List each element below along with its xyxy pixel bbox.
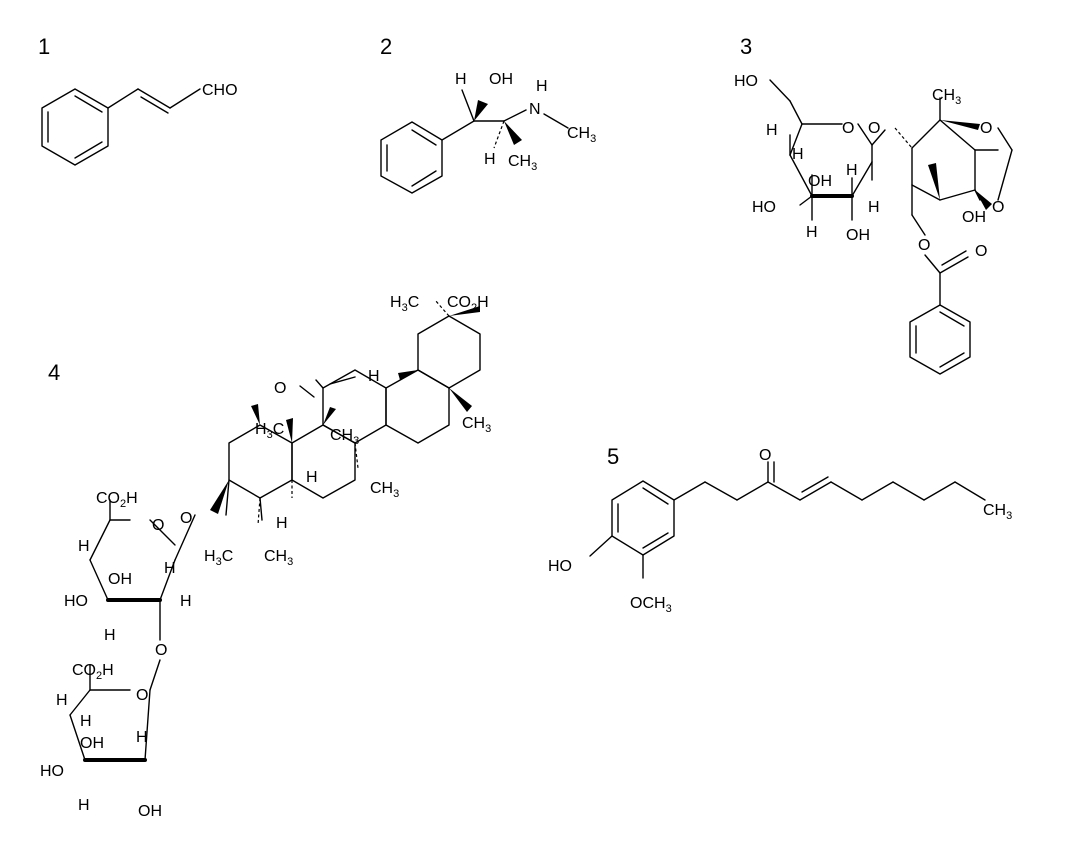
label-me-d: CH3 [370, 480, 399, 500]
label-gly-o: O [868, 120, 880, 137]
label-ester-o: O [918, 237, 930, 254]
label-me-c: CH3 [330, 427, 359, 447]
label-h2: H [792, 146, 804, 163]
label-link-o: O [155, 642, 167, 659]
compound-4: 4 [40, 294, 491, 820]
label-s1-co2h: CO2H [96, 490, 138, 510]
label-ch2oh: HO [734, 73, 758, 90]
label-h4: H [846, 162, 858, 179]
label-me-top: H3C [390, 294, 419, 314]
label-s1-o: O [152, 517, 164, 534]
label-ho1: HO [752, 199, 776, 216]
label-s1-h3: H [164, 560, 176, 577]
label-cho: CHO [202, 82, 238, 99]
label-me: CH3 [983, 502, 1012, 522]
label-s2-h2: H [80, 713, 92, 730]
label-nh-n: N [529, 101, 541, 118]
compound-5-bonds [589, 461, 986, 579]
label-bridge-o1: O [980, 120, 992, 137]
label-h3: H [806, 224, 818, 241]
label-s2-h3: H [78, 797, 90, 814]
compound-2-bonds [380, 89, 569, 194]
label-s2-h1: H [56, 692, 68, 709]
label-h-a: H [276, 515, 288, 532]
compound-2: 2 H OH H N CH3 H CH3 [380, 34, 596, 194]
label-s1-ho: HO [64, 593, 88, 610]
label-s1-h4: H [180, 593, 192, 610]
label-oh1: OH [808, 173, 832, 190]
label-s1-h1: H [78, 538, 90, 555]
compound-4-bonds [69, 299, 481, 762]
label-s2-co2h: CO2H [72, 662, 114, 682]
label-s1-h2: H [104, 627, 116, 644]
label-gly-o: O [180, 510, 192, 527]
label-ome: OCH3 [630, 595, 672, 615]
compound-number-5: 5 [607, 444, 619, 469]
label-h-c: H [306, 469, 318, 486]
label-s2-oh2: OH [138, 803, 162, 820]
compound-number-4: 4 [48, 360, 60, 385]
label-ho: HO [548, 558, 572, 575]
label-oh: OH [489, 71, 513, 88]
compound-number-1: 1 [38, 34, 50, 59]
label-s2-h4: H [136, 729, 148, 746]
label-h5: H [868, 199, 880, 216]
label-s2-ho: HO [40, 763, 64, 780]
compound-5: 5 O CH3 HO OCH3 [548, 444, 1012, 615]
label-me-a2: CH3 [264, 548, 293, 568]
label-ketone-o: O [759, 447, 771, 464]
label-bridge-o2: O [992, 199, 1004, 216]
label-h-bottom: H [484, 151, 496, 168]
label-oh2: OH [846, 227, 870, 244]
label-h-cd: H [368, 368, 380, 385]
label-s1-oh: OH [108, 571, 132, 588]
compound-number-2: 2 [380, 34, 392, 59]
compound-3-bonds [769, 79, 1013, 375]
label-co2h-top: CO2H [447, 294, 489, 314]
label-s2-o: O [136, 687, 148, 704]
label-nh-h: H [536, 78, 548, 95]
compound-number-3: 3 [740, 34, 752, 59]
label-s2-oh: OH [80, 735, 104, 752]
label-ring-o: O [842, 120, 854, 137]
label-me-a1: H3C [204, 548, 233, 568]
label-me-e: CH3 [462, 415, 491, 435]
label-me-b: H3C [255, 421, 284, 441]
compound-1: 1 CHO [38, 34, 238, 166]
label-me: CH3 [932, 87, 961, 107]
label-carbonyl-o: O [975, 243, 987, 260]
label-oh-c: OH [962, 209, 986, 226]
compound-1-bonds [41, 88, 201, 166]
label-ketone-o: O [274, 380, 286, 397]
compound-3: 3 [734, 34, 1013, 375]
label-h-top: H [455, 71, 467, 88]
label-me: CH3 [508, 153, 537, 173]
label-nme: CH3 [567, 125, 596, 145]
label-h1: H [766, 122, 778, 139]
